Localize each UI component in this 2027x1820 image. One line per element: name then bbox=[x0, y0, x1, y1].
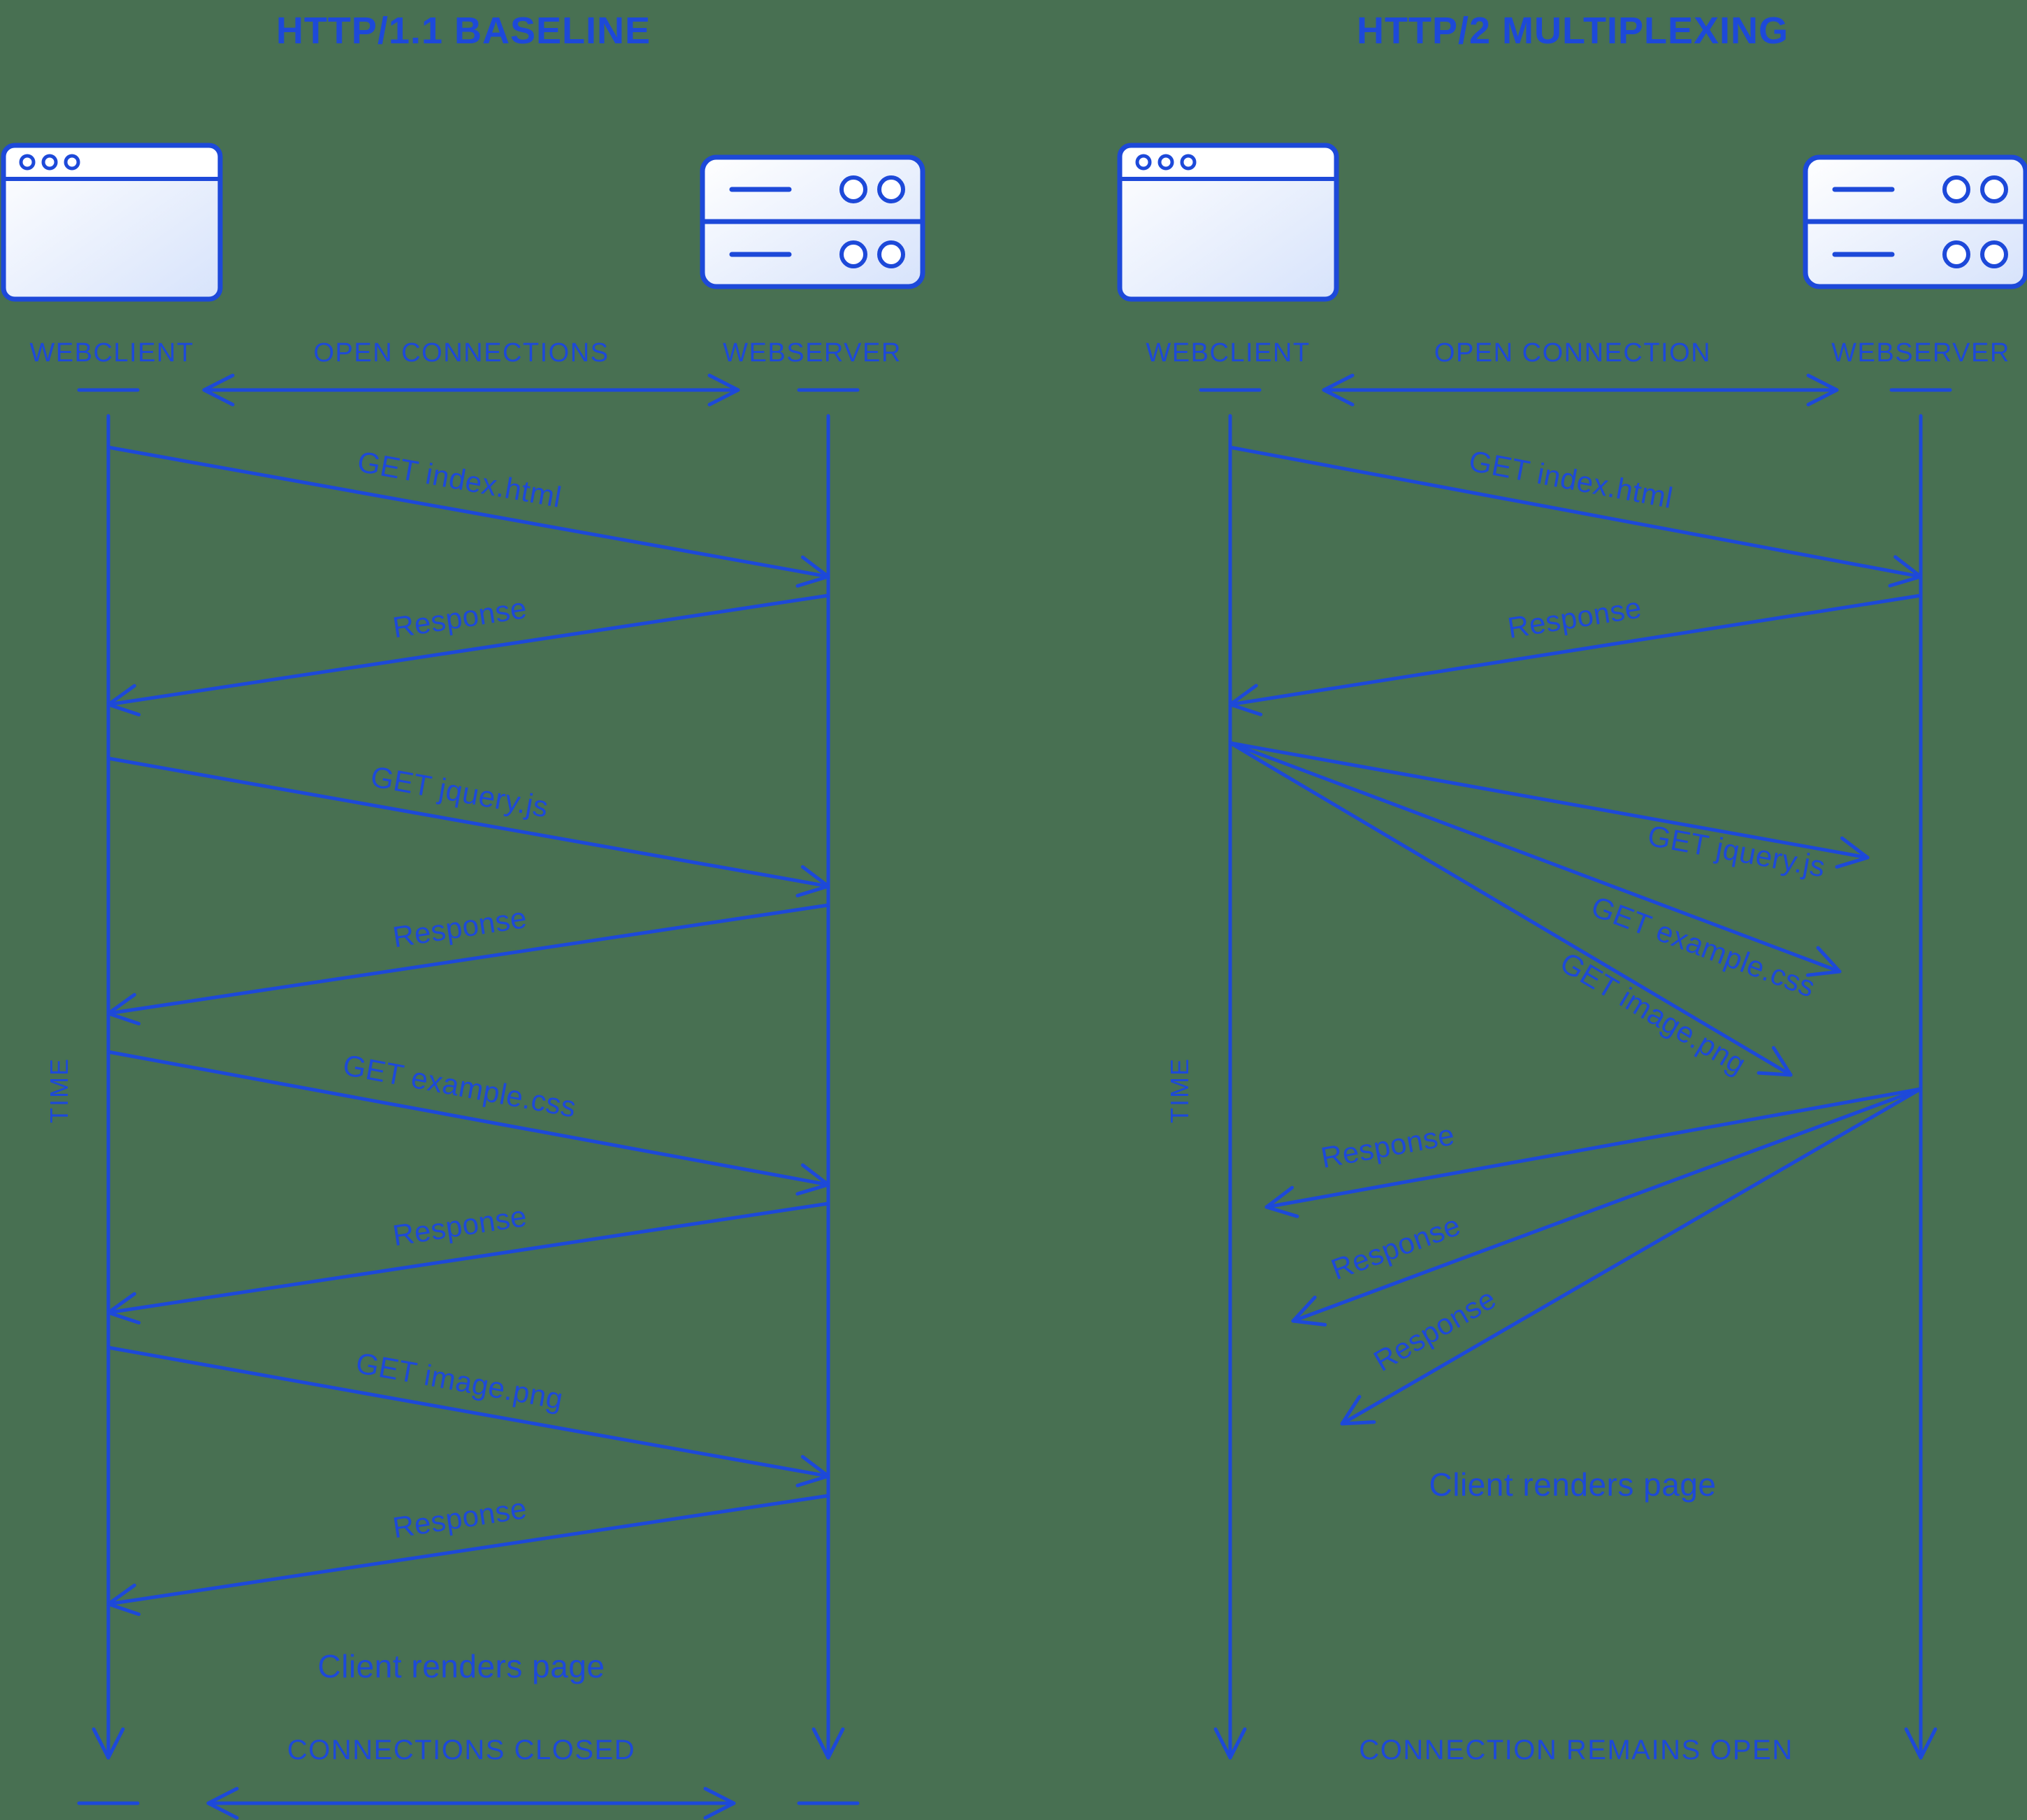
arrowhead bbox=[206, 1786, 239, 1820]
message-arrow bbox=[106, 1050, 830, 1187]
message-label: Response bbox=[391, 591, 529, 644]
arrowhead bbox=[1340, 1394, 1376, 1426]
message-label: GET jquery.js bbox=[1645, 819, 1828, 883]
page-title: HTTP/1.1 BASELINE bbox=[276, 10, 651, 52]
webclient-label: WEBCLIENT bbox=[1146, 338, 1310, 368]
arrowhead bbox=[106, 1292, 141, 1324]
message-arrow bbox=[106, 1201, 830, 1315]
http11-diagram: HTTP/1.1 BASELINE WEBCLIENT OPEN CONNECT… bbox=[3, 10, 923, 1820]
message-arrow bbox=[1264, 1087, 1923, 1209]
message-label: Response bbox=[1327, 1208, 1464, 1286]
arrowhead bbox=[795, 555, 830, 588]
message-arrow bbox=[1340, 1087, 1923, 1426]
message-arrow bbox=[1228, 741, 1793, 1077]
message-label: Response bbox=[391, 901, 529, 953]
message-arrow bbox=[106, 1345, 830, 1478]
message-label: Response bbox=[1368, 1282, 1501, 1378]
webclient-icon bbox=[3, 145, 220, 299]
arrowhead bbox=[703, 1786, 736, 1820]
message-arrow bbox=[1228, 445, 1923, 579]
arrowhead bbox=[707, 373, 740, 407]
arrowhead bbox=[795, 865, 830, 897]
webserver-icon bbox=[1805, 157, 2026, 287]
page-title: HTTP/2 MULTIPLEXING bbox=[1357, 10, 1789, 52]
arrowhead bbox=[1213, 1727, 1247, 1760]
arrowhead bbox=[811, 1727, 845, 1760]
arrowhead bbox=[92, 1727, 125, 1760]
message-arrow bbox=[106, 756, 830, 888]
open-connection-label: OPEN CONNECTION bbox=[1434, 338, 1711, 368]
arrowhead bbox=[106, 1583, 141, 1617]
arrowhead bbox=[1835, 836, 1870, 869]
message-arrow bbox=[106, 593, 830, 707]
message-label: Response bbox=[391, 1492, 529, 1544]
message-arrow bbox=[106, 903, 830, 1016]
arrowhead bbox=[1806, 373, 1839, 407]
arrowhead bbox=[1291, 1295, 1327, 1327]
arrowhead bbox=[1757, 1046, 1793, 1077]
arrowhead bbox=[1264, 1185, 1299, 1218]
arrowhead bbox=[106, 684, 141, 716]
arrowhead bbox=[1322, 373, 1355, 407]
webserver-icon bbox=[702, 157, 923, 287]
footer-label: CONNECTIONS CLOSED bbox=[287, 1735, 635, 1765]
http2-diagram: HTTP/2 MULTIPLEXING WEBCLIENT OPEN CONNE… bbox=[1120, 10, 2026, 1765]
message-arrow bbox=[1228, 741, 1870, 860]
render-note: Client renders page bbox=[318, 1648, 605, 1684]
footer-label: CONNECTION REMAINS OPEN bbox=[1359, 1735, 1793, 1765]
arrowhead bbox=[1228, 684, 1263, 716]
webclient-label: WEBCLIENT bbox=[29, 338, 194, 368]
open-connections-label: OPEN CONNECTIONS bbox=[313, 338, 609, 368]
message-label: GET example.css bbox=[340, 1048, 579, 1124]
message-arrow bbox=[1228, 593, 1923, 707]
webclient-icon bbox=[1120, 145, 1336, 299]
message-label: GET index.html bbox=[1466, 444, 1675, 514]
message-label: GET jquery.js bbox=[368, 760, 551, 823]
message-arrow bbox=[106, 1494, 830, 1606]
time-axis-label: TIME bbox=[45, 1057, 73, 1123]
webserver-label: WEBSERVER bbox=[723, 338, 902, 368]
arrowhead bbox=[795, 1163, 830, 1196]
message-arrow bbox=[1291, 1087, 1923, 1323]
time-axis-label: TIME bbox=[1165, 1057, 1194, 1123]
arrowhead bbox=[1904, 1727, 1938, 1760]
arrowhead bbox=[1888, 555, 1923, 588]
arrowhead bbox=[1805, 946, 1842, 977]
webserver-label: WEBSERVER bbox=[1831, 338, 2010, 368]
message-label: Response bbox=[391, 1199, 529, 1252]
render-note: Client renders page bbox=[1429, 1466, 1717, 1503]
arrowhead bbox=[106, 992, 141, 1026]
message-arrow bbox=[1228, 741, 1842, 974]
message-label: Response bbox=[1506, 591, 1644, 644]
message-label: Response bbox=[1318, 1118, 1457, 1174]
arrowhead bbox=[202, 373, 235, 407]
message-label: GET image.png bbox=[354, 1346, 565, 1415]
message-label: GET index.html bbox=[355, 445, 564, 514]
arrowhead bbox=[795, 1454, 830, 1487]
message-arrow bbox=[106, 445, 830, 579]
